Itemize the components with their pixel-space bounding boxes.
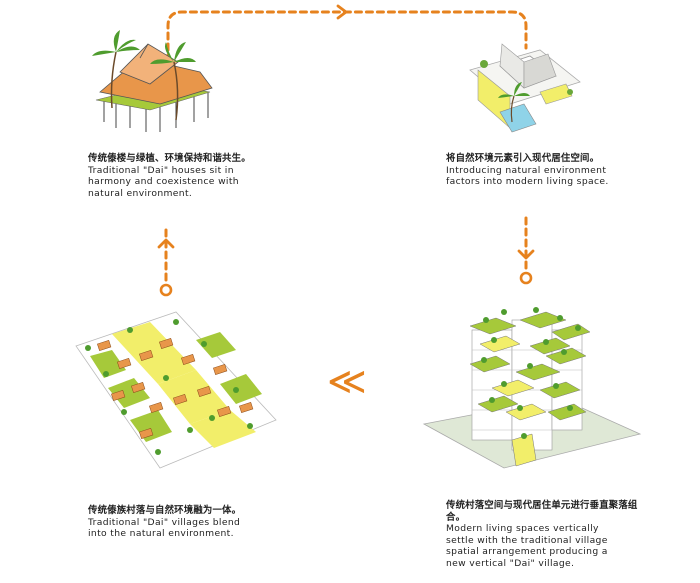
caption-bottom-left-zh: 传统傣族村落与自然环境融为一体。 xyxy=(88,505,298,517)
caption-bottom-left: 传统傣族村落与自然环境融为一体。 Traditional "Dai" villa… xyxy=(88,505,298,540)
flow-arrow-left xyxy=(159,226,173,295)
caption-bottom-right-zh: 传统村落空间与现代居住单元进行垂直聚落组合。 xyxy=(446,500,646,523)
caption-bottom-right-en: Modern living spaces vertically settle w… xyxy=(446,523,646,569)
flow-start-dot xyxy=(161,285,171,295)
caption-top-right-en: Introducing natural environment factors … xyxy=(446,165,636,188)
center-double-chevron-icon: ≪ xyxy=(327,359,367,403)
caption-bottom-left-en: Traditional "Dai" villages blend into th… xyxy=(88,517,298,540)
caption-top-left: 传统傣楼与绿植、环境保持和谐共生。 Traditional "Dai" hous… xyxy=(88,153,278,199)
flow-end-dot xyxy=(521,273,531,283)
modern-living-space-illustration xyxy=(470,44,580,132)
flow-arrow-top xyxy=(168,6,526,72)
caption-bottom-right: 传统村落空间与现代居住单元进行垂直聚落组合。 Modern living spa… xyxy=(446,500,646,570)
vertical-dai-village-illustration xyxy=(424,307,640,468)
dai-village-illustration xyxy=(76,312,276,468)
flow-arrow-right xyxy=(519,218,533,283)
caption-top-right: 将自然环境元素引入现代居住空间。 Introducing natural env… xyxy=(446,153,636,188)
dai-house-illustration xyxy=(92,30,212,132)
caption-top-left-en: Traditional "Dai" houses sit in harmony … xyxy=(88,165,278,200)
caption-top-left-zh: 传统傣楼与绿植、环境保持和谐共生。 xyxy=(88,153,278,165)
caption-top-right-zh: 将自然环境元素引入现代居住空间。 xyxy=(446,153,636,165)
